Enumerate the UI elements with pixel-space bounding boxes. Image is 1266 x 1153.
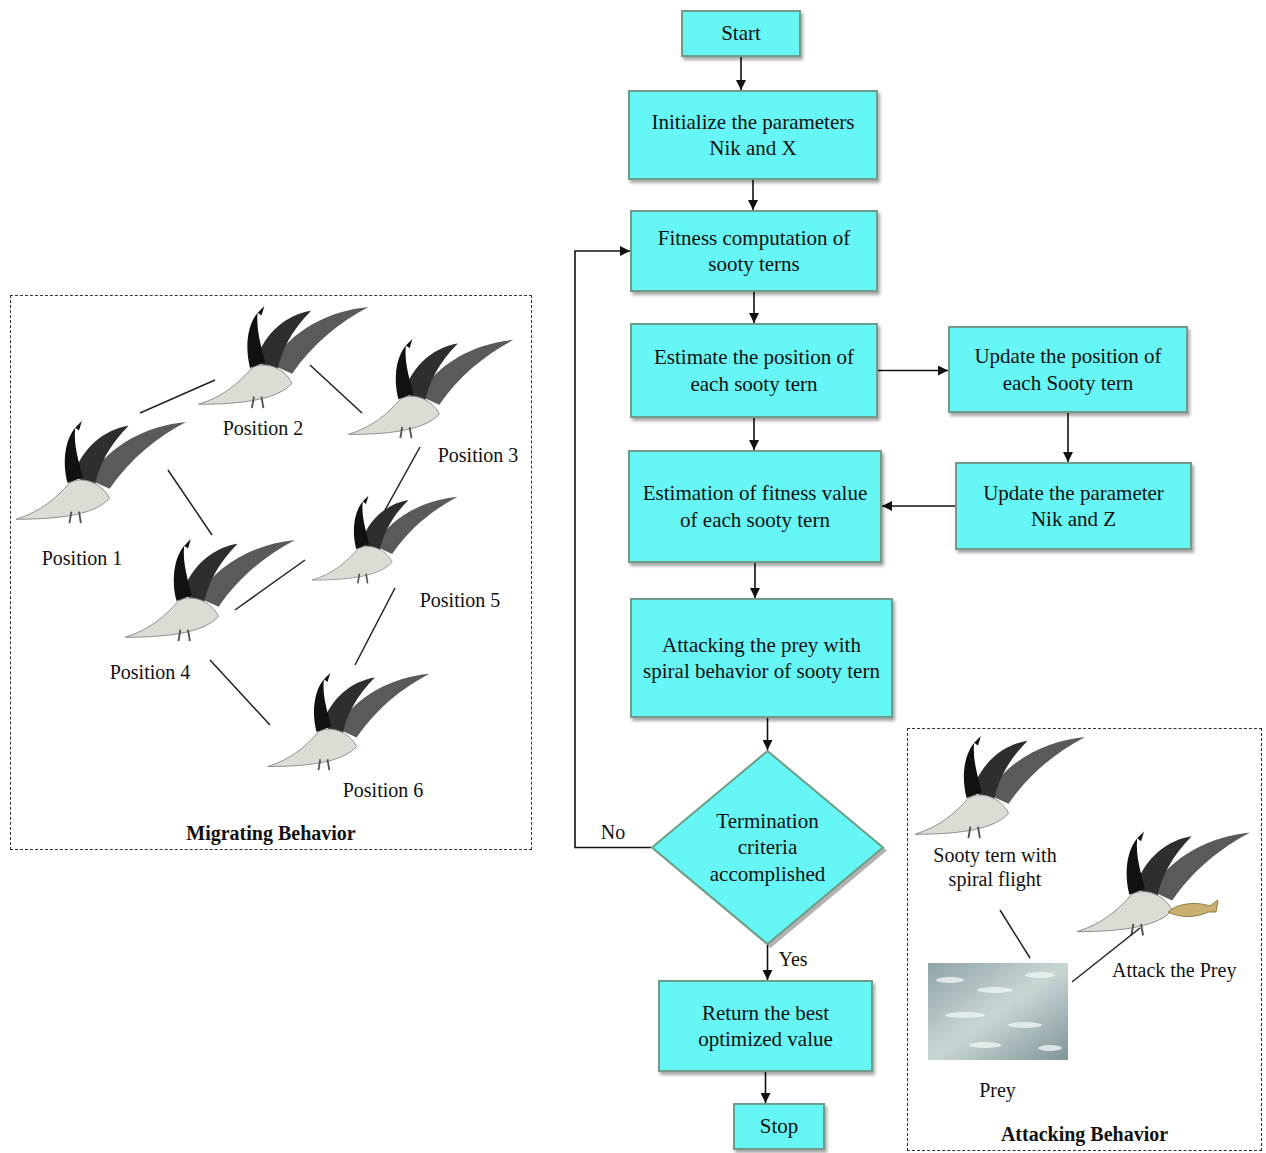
connector-arrow	[1067, 413, 1069, 462]
water-ripples	[936, 972, 1062, 1051]
connector-arrow	[752, 180, 754, 210]
sooty-tern	[312, 496, 458, 584]
connector-arrow	[882, 505, 955, 507]
prey-water	[928, 963, 1068, 1060]
terminal-box: Start	[681, 10, 801, 57]
node-text: Start	[721, 20, 761, 46]
connector-arrow	[753, 292, 755, 323]
region-title: Attacking Behavior	[908, 1123, 1261, 1146]
connector-arrow	[765, 1072, 767, 1103]
node-text: Estimate the position of each sooty tern	[642, 344, 866, 397]
node-text: Return the best optimized value	[670, 1000, 861, 1053]
connector-arrow	[767, 718, 769, 750]
node-text: Termination criteria accomplished	[698, 808, 838, 887]
fish	[1168, 900, 1218, 917]
illustration-label: Position 4	[95, 660, 205, 684]
illustration-label: Attack the Prey	[1112, 958, 1262, 982]
process-box: Update the position of each Sooty tern	[948, 326, 1188, 413]
sooty-tern	[268, 673, 430, 770]
process-box: Update the parameter Nik and Z	[955, 462, 1192, 550]
connector-arrow	[740, 57, 742, 90]
sooty-tern	[125, 539, 295, 641]
illustration-label: Position 6	[328, 778, 438, 802]
node-text: Update the position of each Sooty tern	[960, 343, 1176, 396]
illustration-label: Position 2	[208, 416, 318, 440]
region-title: Migrating Behavior	[11, 822, 531, 845]
illustration-label: Position 3	[428, 443, 528, 467]
process-box: Initialize the parameters Nik and X	[628, 90, 878, 180]
diamond-shape	[652, 751, 883, 944]
node-text: Initialize the parameters Nik and X	[640, 109, 866, 162]
edge-label: No	[598, 820, 628, 844]
node-text: Estimation of fitness value of each soot…	[640, 480, 870, 533]
sooty-tern	[16, 421, 186, 523]
node-text: Fitness computation of sooty terns	[642, 225, 866, 278]
edge-label: Yes	[776, 947, 811, 971]
node-text: Update the parameter Nik and Z	[967, 480, 1180, 533]
region-box: Attacking Behavior	[907, 728, 1262, 1151]
process-box: Attacking the prey with spiral behavior …	[630, 598, 893, 718]
sooty-tern	[348, 339, 513, 438]
terminal-box: Stop	[733, 1103, 825, 1150]
node-text: Attacking the prey with spiral behavior …	[642, 632, 881, 685]
illustration-label: Prey	[960, 1078, 1035, 1102]
illustration-label: Position 5	[410, 588, 510, 612]
illustration-label: Position 1	[27, 546, 137, 570]
connector-arrow	[753, 418, 755, 450]
connector-arrow	[878, 370, 948, 372]
region-box: Migrating Behavior	[10, 295, 532, 850]
process-box: Estimate the position of each sooty tern	[630, 323, 878, 418]
connector-arrow	[767, 945, 769, 980]
sooty-tern	[915, 736, 1085, 838]
process-box: Return the best optimized value	[658, 980, 873, 1072]
process-box: Estimation of fitness value of each soot…	[628, 450, 882, 563]
decision-diamond: Termination criteria accomplished	[651, 750, 884, 945]
illustration-label: Sooty tern with spiral flight	[912, 843, 1078, 891]
connector-arrow	[754, 563, 756, 598]
process-box: Fitness computation of sooty terns	[630, 210, 878, 292]
sooty-tern	[199, 306, 369, 408]
node-text: Stop	[760, 1113, 799, 1139]
sooty-tern	[1077, 832, 1250, 936]
